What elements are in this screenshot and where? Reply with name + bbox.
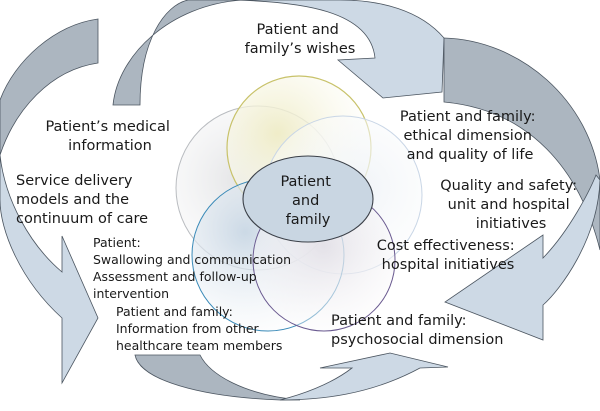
arrow-left-upper	[0, 18, 99, 156]
label-line: Patient and family:	[116, 304, 233, 319]
label-line: Patient and	[257, 22, 339, 38]
label-medical-info: Patient’s medical information	[45, 119, 174, 154]
center-line: and	[292, 193, 319, 209]
label-line: Patient:	[93, 235, 141, 250]
label-line: models and the	[16, 192, 129, 208]
label-line: psychosocial dimension	[331, 332, 503, 348]
label-team-info: Patient and family: Information from oth…	[116, 304, 282, 353]
arrow-right-lower	[444, 174, 600, 341]
label-swallowing: Patient: Swallowing and communication As…	[93, 235, 295, 301]
arrow-bottom-right	[279, 352, 449, 401]
label-line: Patient’s medical	[45, 119, 169, 135]
label-ethical: Patient and family: ethical dimension an…	[400, 109, 540, 163]
arrow-top-right	[234, 0, 445, 99]
label-line: continuum of care	[16, 211, 148, 227]
label-line: intervention	[93, 286, 169, 301]
label-psychosocial: Patient and family: psychosocial dimensi…	[331, 313, 503, 348]
label-service-delivery: Service delivery models and the continuu…	[16, 173, 148, 227]
label-line: and quality of life	[407, 147, 534, 163]
label-wishes: Patient and family’s wishes	[245, 22, 356, 57]
label-line: Patient and family:	[331, 313, 467, 329]
label-line: Quality and safety:	[440, 178, 577, 194]
label-line: Patient and family:	[400, 109, 536, 125]
label-quality-safety: Quality and safety: unit and hospital in…	[440, 178, 581, 232]
label-line: Assessment and follow-up	[93, 269, 257, 284]
center-line: Patient	[280, 174, 331, 190]
center-ellipse	[242, 155, 374, 243]
label-line: Service delivery	[16, 173, 133, 189]
label-line: information	[68, 138, 152, 154]
label-cost: Cost effectiveness: hospital initiatives	[377, 238, 520, 273]
label-line: hospital initiatives	[382, 257, 515, 273]
label-line: Swallowing and communication	[93, 252, 291, 267]
arrow-left-lower	[0, 154, 99, 385]
label-line: initiatives	[476, 216, 547, 232]
label-line: Information from other	[116, 321, 260, 336]
label-line: ethical dimension	[403, 128, 531, 144]
center-line: family	[286, 212, 331, 228]
label-line: unit and hospital	[448, 197, 570, 213]
arrow-right-upper	[443, 37, 600, 251]
arrow-bottom-left	[134, 354, 301, 401]
label-line: Cost effectiveness:	[377, 238, 515, 254]
label-line: family’s wishes	[245, 41, 356, 57]
label-line: healthcare team members	[116, 338, 282, 353]
center-label: Patient and family	[280, 174, 335, 228]
arrow-top-left	[112, 0, 243, 106]
